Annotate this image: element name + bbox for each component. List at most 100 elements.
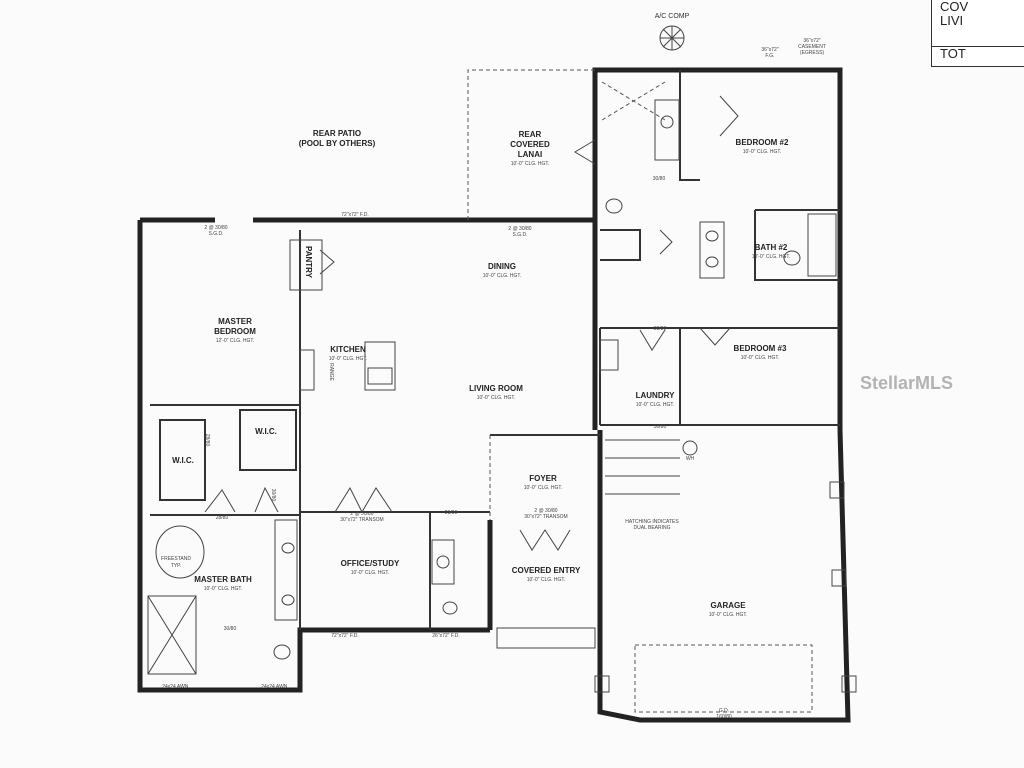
dining-name: DINING (488, 262, 516, 271)
door-3080-b: 30/80 (653, 176, 666, 182)
bath2-sink-1 (705, 230, 719, 242)
lanai-line3: LANAI (518, 150, 542, 159)
covered-entry-ceil: 10'-0" CLG. HGT. (527, 577, 566, 583)
powder-vanity (431, 539, 455, 585)
door-office (334, 486, 393, 514)
door-hall (254, 486, 279, 513)
rear-patio-name: REAR PATIO (313, 129, 361, 138)
transom-foyer-sub: 30"x72" TRANSOM (524, 514, 567, 520)
door-3080-c: 30/80 (654, 326, 667, 332)
legend-line2: LIVI (940, 13, 964, 28)
freestand-sub: TYP. (171, 563, 181, 569)
pantry-name: PANTRY (304, 246, 313, 279)
wic1-outline (159, 419, 206, 501)
door-laundry (639, 329, 666, 351)
powder-toilet (442, 601, 458, 615)
freestand-tub (155, 525, 205, 579)
watermark: StellarMLS (860, 373, 954, 393)
foyer-name: FOYER (529, 474, 557, 483)
water-heater (682, 440, 698, 456)
wall-bed2-closet (679, 70, 700, 181)
door-swings (204, 95, 739, 551)
bedroom2-ceil: 10'-0" CLG. HGT. (743, 149, 782, 155)
garage-window-3 (841, 675, 857, 693)
range-label: RANGE (328, 363, 334, 381)
door-bed2-closet (719, 95, 739, 137)
foyer-ceil: 10'-0" CLG. HGT. (524, 485, 563, 491)
master-bath-name: MASTER BATH (194, 575, 252, 584)
transom-foyer: 2 @ 30/80 (534, 508, 557, 514)
ac-label: A/C COMP (655, 13, 690, 20)
garage-door-size: 160/80 (716, 714, 732, 720)
bed2-casement-sub2: (EGRESS) (800, 50, 825, 56)
master-bedroom-line2: BEDROOM (214, 327, 256, 336)
legend-box: COV LIVI TOT (931, 0, 1024, 67)
window-markers (594, 481, 857, 693)
master-shower (147, 595, 197, 675)
bed2-window-sub: F.G. (765, 53, 774, 59)
sgd-master-sub: S.G.D. (208, 231, 223, 237)
bath-vanity-top (654, 99, 680, 161)
garage-steps (605, 439, 680, 495)
wall-garage (597, 429, 851, 723)
kitchen-name: KITCHEN (330, 345, 366, 354)
master-vanity (274, 519, 298, 621)
powder-sink (436, 555, 450, 569)
bath-sink-top (660, 115, 674, 129)
bath2-ceil: 10'-0" CLG. HGT. (752, 254, 791, 260)
entry-slab (496, 627, 596, 649)
kitchen-ceil: 10'-0" CLG. HGT. (329, 356, 368, 362)
master-bedroom-ceil: 12'-0" CLG. HGT. (216, 338, 255, 344)
master-sink-2 (281, 594, 295, 606)
office-name: OFFICE/STUDY (341, 559, 400, 568)
awn-label-2: 24x24 AWN. (261, 684, 289, 690)
exterior-walls (137, 67, 851, 723)
living-name: LIVING ROOM (469, 384, 523, 393)
office-ceil: 10'-0" CLG. HGT. (351, 570, 390, 576)
attic-access (601, 81, 666, 121)
door-3080-a: 30/80 (224, 626, 237, 632)
garage-window-4 (594, 675, 610, 693)
lanai-line2: COVERED (510, 140, 550, 149)
toilet-top (605, 198, 623, 214)
transom-office-sub: 30"x72" TRANSOM (340, 517, 383, 523)
door-bed3 (699, 327, 731, 346)
living-ceil: 10'-0" CLG. HGT. (477, 395, 516, 401)
wall-bedroom-wing (592, 67, 843, 430)
door-2880-b: 28/80 (445, 510, 458, 516)
bed2-casement-sub: CASEMENT (798, 44, 826, 50)
bed2-casement: 36"x72" (803, 38, 820, 44)
bed2-window: 36"x72" (761, 47, 778, 53)
garage-window-2 (831, 569, 847, 587)
bearing-note-2: DUAL BEARING (633, 525, 670, 531)
wic1-name: W.I.C. (172, 456, 194, 465)
bath2-vanity (699, 221, 725, 279)
laundry-washer (599, 339, 619, 371)
shower-x (147, 595, 197, 675)
interior-walls (150, 70, 840, 630)
office-fd2-note: 26"x72" F.D. (432, 633, 459, 639)
bedroom3-name: BEDROOM #3 (734, 344, 787, 353)
laundry-name: LAUNDRY (636, 391, 675, 400)
door-2880-a: 28/80 (216, 515, 229, 521)
range-unit (299, 349, 315, 391)
pantry-outline (289, 239, 323, 291)
kitchen-island (364, 341, 396, 391)
wall-left-south (137, 220, 490, 693)
transom-office: 2 @ 30/80 (350, 511, 373, 517)
wh-label: WH (686, 456, 695, 462)
wic2-name: W.I.C. (255, 427, 277, 436)
door-pantry (319, 249, 335, 275)
garage-ceil: 10'-0" CLG. HGT. (709, 612, 748, 618)
sgd-master: 2 @ 30/80 (204, 225, 227, 231)
door-foyer (519, 529, 571, 551)
bath2-sink-2 (705, 256, 719, 268)
sgd-dining-sub: S.G.D. (512, 232, 527, 238)
garage-door-label: G.D. (719, 708, 729, 714)
wic2-outline (239, 409, 297, 471)
door-master-bath (204, 489, 236, 513)
kitchen-sink (367, 367, 393, 385)
lanai-line1: REAR (519, 130, 542, 139)
sgd-dining: 2 @ 30/80 (508, 226, 531, 232)
